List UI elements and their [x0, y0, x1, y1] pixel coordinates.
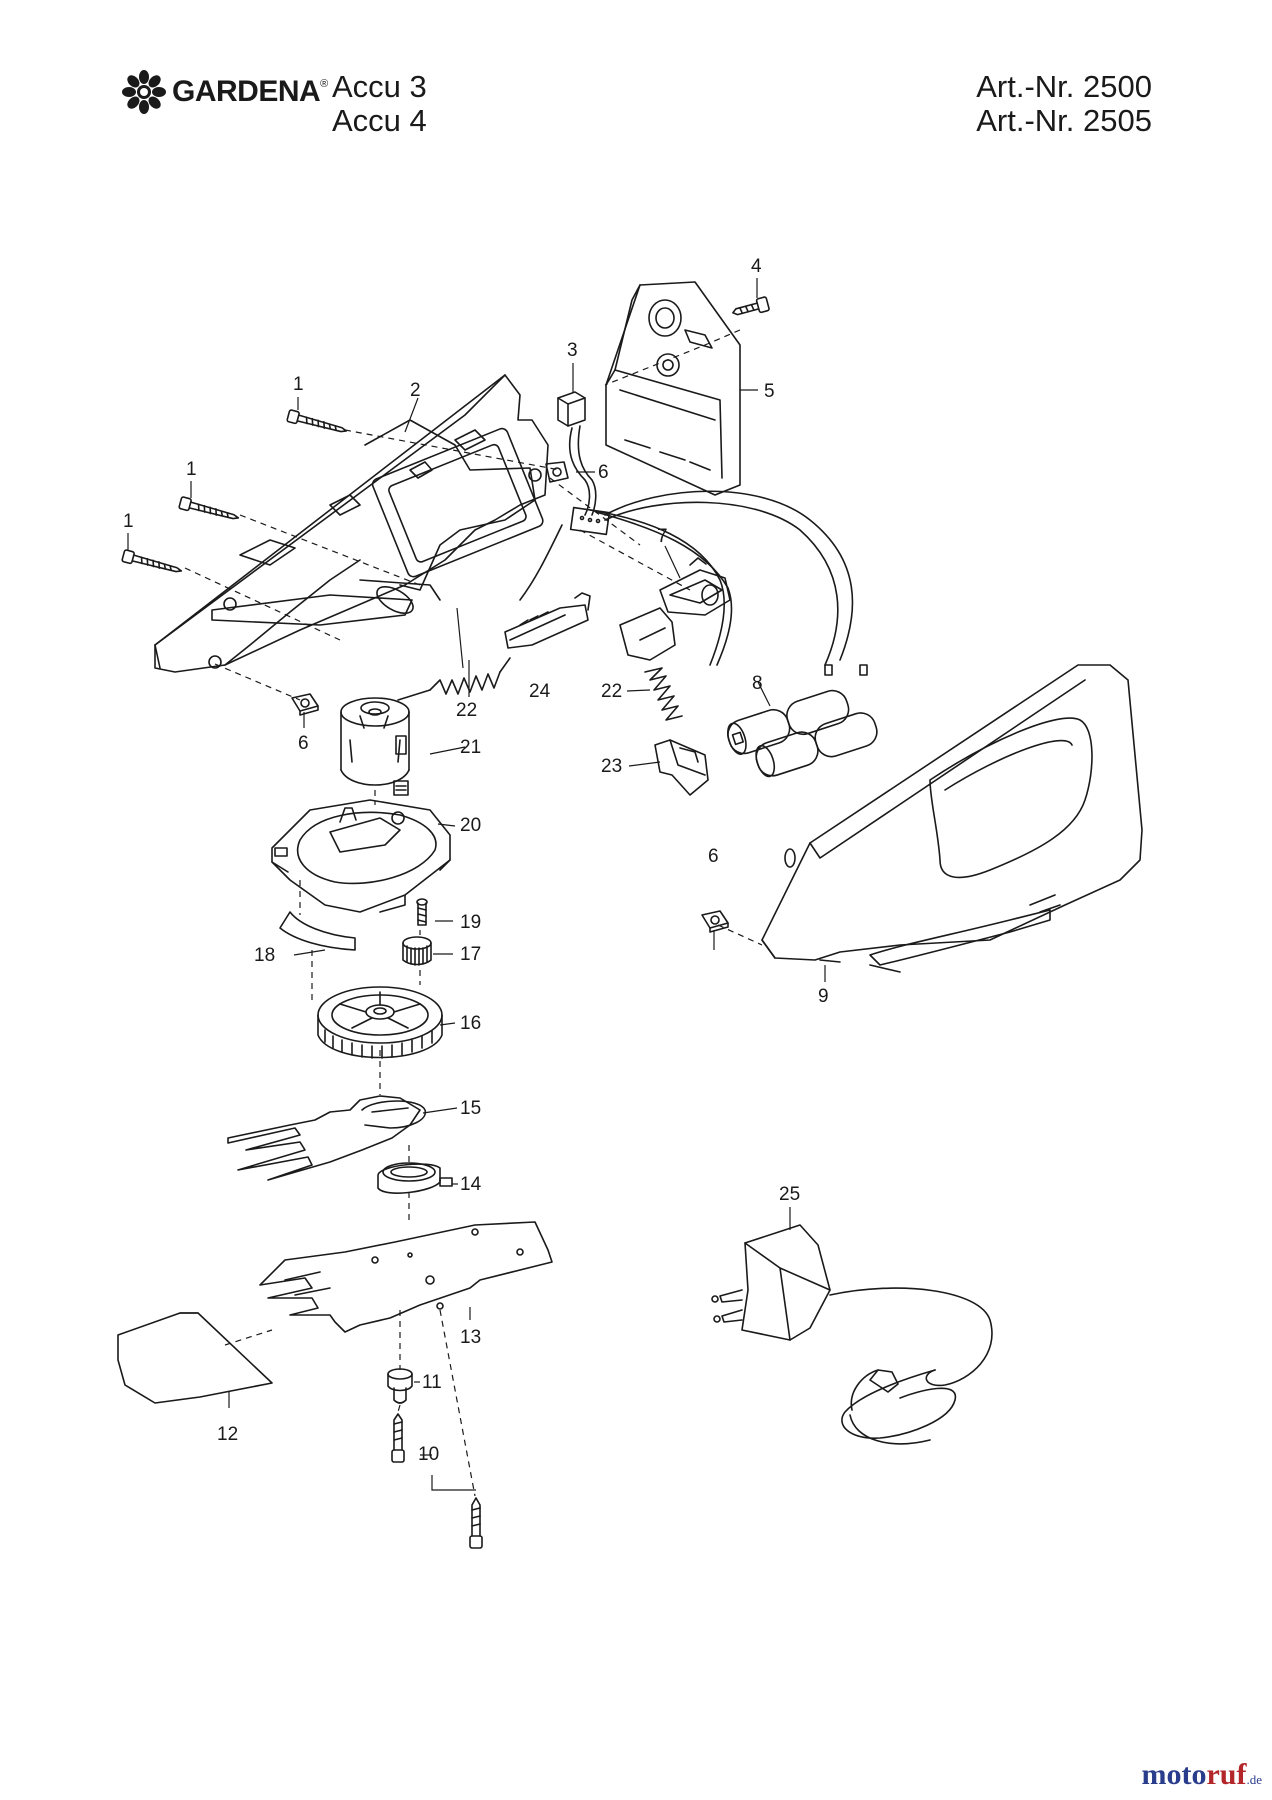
- callout-labels: 1 1 1 2 3 4 5 6 6 6 7 8 9 10 11 12 13 14…: [123, 256, 829, 1465]
- watermark-part-2: ruf: [1206, 1758, 1247, 1791]
- callout-part-1-b: 1: [186, 459, 197, 480]
- callout-part-8: 8: [752, 673, 763, 694]
- model-name-1: Accu 3: [332, 69, 427, 104]
- callout-part-6-c: 6: [708, 846, 719, 867]
- part-25-charger-shape: [711, 1224, 993, 1445]
- callout-part-2: 2: [410, 380, 421, 401]
- model-name-2: Accu 4: [332, 103, 427, 138]
- callout-part-25: 25: [779, 1184, 800, 1205]
- part-14-ring-shape: [377, 1162, 453, 1194]
- callout-part-10: 10: [418, 1444, 439, 1465]
- part-11-bolt-shape: [387, 1368, 413, 1404]
- brand-name: GARDENA: [172, 75, 321, 108]
- callout-part-23: 23: [601, 756, 622, 777]
- callout-part-1-a: 1: [293, 374, 304, 395]
- callout-part-19: 19: [460, 912, 481, 933]
- brand-block: GARDENA ®: [122, 70, 334, 114]
- assembly-guide-lines: [184, 329, 763, 1497]
- callout-part-22-b: 22: [601, 681, 622, 702]
- watermark-part-1: moto: [1141, 1758, 1207, 1791]
- callout-part-5: 5: [764, 381, 775, 402]
- callout-part-11: 11: [422, 1372, 442, 1393]
- callout-part-18: 18: [254, 945, 275, 966]
- part-2-housing-shape: [154, 374, 549, 673]
- callout-part-15: 15: [460, 1098, 481, 1119]
- article-number-1: Art.-Nr. 2500: [976, 69, 1152, 104]
- part-1-screw-shapes: [121, 409, 348, 573]
- leader-lines: [127, 278, 826, 1491]
- part-4-screw-shape: [732, 296, 770, 316]
- callout-part-6-a: 6: [598, 462, 609, 483]
- watermark-logo: motoruf.de: [1141, 1758, 1262, 1792]
- callout-part-12: 12: [217, 1424, 238, 1445]
- watermark-suffix: .de: [1246, 1772, 1262, 1787]
- callout-part-6-b: 6: [298, 733, 309, 754]
- part-3-connector-shape: [557, 391, 597, 516]
- part-17-pinion-gear-shape: [402, 936, 432, 966]
- part-5-battery-cover-shape: [605, 281, 741, 496]
- part-18-guide-shape: [279, 911, 356, 951]
- article-number-2: Art.-Nr. 2505: [976, 103, 1152, 138]
- part-6-nut-shapes: [291, 461, 729, 933]
- part-7-switch-shape: [619, 557, 731, 661]
- callout-part-20: 20: [460, 815, 481, 836]
- part-15-upper-blade-shape: [227, 1095, 426, 1181]
- part-21-motor-shape: [340, 697, 410, 796]
- part-19-screw-shape: [416, 898, 428, 926]
- part-9-handle-housing-shape: [761, 664, 1143, 973]
- part-13-blade-plate-shape: [259, 1221, 553, 1333]
- callout-part-14: 14: [460, 1174, 482, 1195]
- part-22-spring-shapes: [397, 657, 683, 721]
- callout-part-22-a: 22: [456, 700, 477, 721]
- callout-part-3: 3: [567, 340, 578, 361]
- callout-part-7: 7: [657, 526, 668, 547]
- part-8-battery-pack-shape: [727, 664, 878, 778]
- part-24-slider-switch-shape: [504, 592, 591, 649]
- gardena-flower-logo-icon: [122, 70, 166, 114]
- callout-part-24: 24: [529, 681, 551, 702]
- brand-registered-mark: ®: [320, 78, 329, 90]
- callout-part-1-c: 1: [123, 511, 134, 532]
- callout-part-4: 4: [751, 256, 762, 277]
- callout-part-21: 21: [460, 737, 481, 758]
- callout-part-16: 16: [460, 1013, 481, 1034]
- part-10-screw-shapes: [391, 1413, 483, 1549]
- callout-part-13: 13: [460, 1327, 481, 1348]
- callout-part-9: 9: [818, 986, 829, 1007]
- wiring-shape: [519, 490, 854, 666]
- part-12-blade-guard-shape: [117, 1312, 273, 1404]
- callout-part-17: 17: [460, 944, 481, 965]
- part-23-clip-shape: [654, 739, 709, 796]
- part-16-crown-gear-shape: [317, 986, 443, 1059]
- part-20-gearbox-cover-shape: [271, 799, 451, 913]
